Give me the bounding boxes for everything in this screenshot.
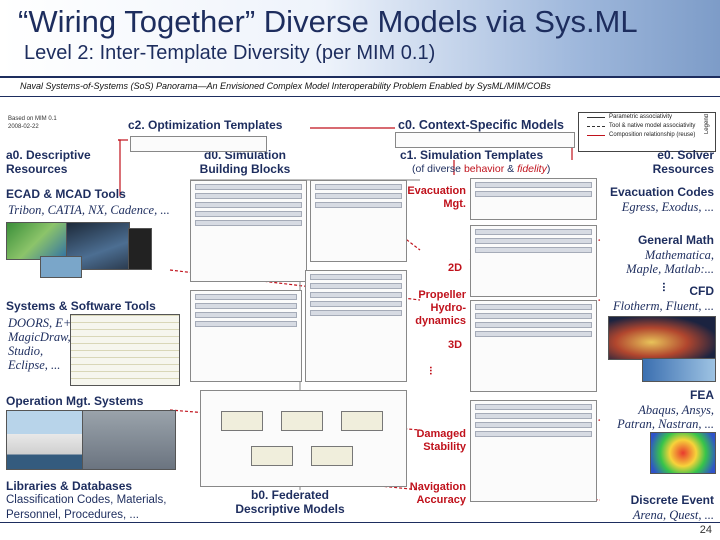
template-c0-label: c0. Context-Specific Models [398, 118, 565, 132]
footer-rule [0, 522, 720, 523]
fea-contour-plot [650, 432, 716, 474]
template-b0-label-2: Descriptive Models [235, 502, 345, 516]
legend-item-parametric: Parametric associativity [579, 113, 715, 122]
ecad-circuit [128, 228, 152, 270]
template-e0-label-2: Resources [652, 162, 714, 176]
sys-tools-2: MagicDraw, [8, 330, 71, 344]
legend-item-tool: Tool & native model associativity [579, 122, 715, 131]
cfd-hull-render [642, 358, 716, 382]
lib-line1: Classification Codes, Materials, [6, 494, 167, 506]
template-b0-label-1: b0. Federated [250, 488, 330, 502]
prop-3: dynamics [415, 315, 466, 327]
template-c1-note: (of diverse behavior & fidelity) [412, 163, 551, 175]
ecad-screenshot-3 [40, 256, 82, 278]
sys-tools-1: DOORS, E+ [8, 316, 72, 330]
evac-template-diagram [470, 178, 597, 220]
evac-codes-tools: Egress, Exodus, ... [621, 200, 714, 214]
stamp-line1: Based on MIM 0.1 [8, 116, 57, 122]
fea-title: FEA [690, 388, 714, 402]
discrete-event-tools: Arena, Quest, ... [632, 508, 714, 522]
prop-2: Hydro- [430, 302, 466, 314]
math-tools-2: Maple, Matlab:... [626, 262, 714, 276]
sys-title: Systems & Software Tools [6, 299, 156, 313]
evac-codes-title: Evacuation Codes [609, 185, 714, 199]
template-a0-label-1: a0. Descriptive [6, 148, 91, 162]
b0-diagram [200, 390, 407, 487]
cfd-render [608, 316, 716, 360]
center-dots: ... [427, 366, 439, 376]
ecad-screenshot-1 [6, 222, 68, 260]
math-title: General Math [637, 233, 714, 247]
nav-1: Navigation [409, 481, 466, 493]
template-d0-label-2: Building Blocks [199, 162, 291, 176]
federated-diagram-2 [305, 270, 407, 382]
federated-diagram-1 [190, 290, 302, 382]
cfd-title: CFD [689, 284, 714, 298]
ship-photo [6, 410, 83, 470]
dmg-2: Stability [423, 441, 466, 453]
sysml-tool-screenshot [70, 314, 180, 386]
ecad-tools: Tribon, CATIA, NX, Cadence, ... [8, 203, 170, 217]
d0-diagram [190, 180, 307, 282]
legend-item-composition: Composition relationship (reuse) [579, 131, 715, 140]
label-3d: 3D [448, 339, 463, 351]
lib-line2: Personnel, Procedures, ... [6, 509, 139, 521]
sys-tools-3: Studio, [8, 344, 44, 358]
cfd-dots: ... [660, 282, 674, 293]
evac-mgt-2: Mgt. [443, 198, 466, 210]
cfd-tools: Flotherm, Fluent, ... [612, 299, 714, 313]
template-c1-label: c1. Simulation Templates [400, 148, 544, 162]
fea-template-diagram [470, 400, 597, 502]
ecad-title: ECAD & MCAD Tools [6, 187, 126, 201]
template-e0-label-1: e0. Solver [657, 148, 714, 162]
stamp-line2: 2008-02-22 [8, 124, 39, 130]
prop-1: Propeller [418, 289, 466, 301]
template-c2-label: c2. Optimization Templates [128, 118, 283, 132]
math-tools-1: Mathematica, [644, 248, 714, 262]
page-number: 24 [699, 524, 712, 536]
fea-tools-1: Abaqus, Ansys, [638, 403, 714, 417]
ops-title: Operation Mgt. Systems [6, 394, 144, 408]
caption-rule [0, 96, 720, 97]
cfd-template-diagram [470, 300, 597, 392]
c0-diagram [395, 132, 575, 148]
evac-mgt-1: Evacuation [407, 185, 466, 197]
control-room-photo [82, 410, 176, 470]
label-2d: 2D [448, 262, 463, 274]
fea-tools-2: Patran, Nastran, ... [617, 417, 714, 431]
sys-tools-4: Eclipse, ... [8, 358, 61, 372]
lib-title: Libraries & Databases [6, 479, 133, 493]
sim-block-diagram [310, 180, 407, 262]
slide-subtitle: Level 2: Inter-Template Diversity (per M… [24, 42, 436, 64]
legend-box: Parametric associativity Tool & native m… [578, 112, 716, 152]
dmg-1: Damaged [416, 428, 466, 440]
header-rule [0, 76, 720, 78]
c2-diagram [130, 136, 267, 152]
discrete-event-title: Discrete Event [630, 493, 714, 507]
title-banner [0, 0, 720, 76]
slide-caption: Naval Systems-of-Systems (SoS) Panorama—… [20, 81, 551, 91]
slide-title: “Wiring Together” Diverse Models via Sys… [18, 4, 638, 39]
template-a0-label-2: Resources [6, 162, 68, 176]
nav-2: Accuracy [416, 494, 466, 506]
math-template-diagram [470, 225, 597, 297]
